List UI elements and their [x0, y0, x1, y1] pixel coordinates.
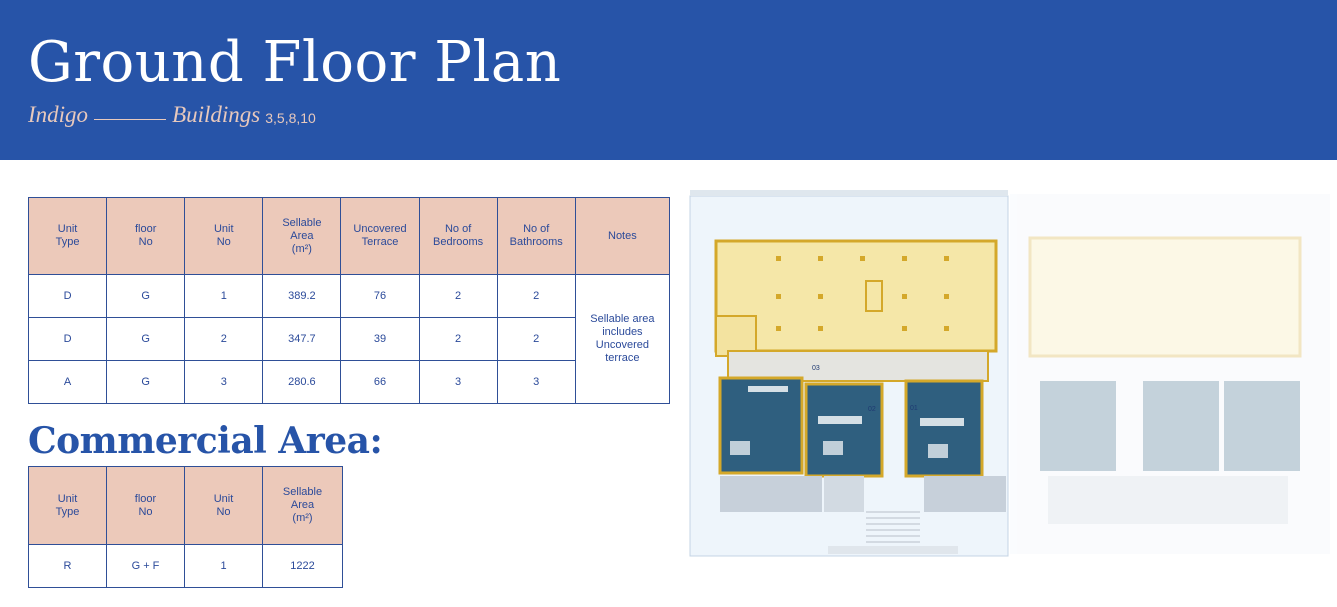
cell-sellable-area: 389.2: [262, 274, 342, 318]
table-row: R G + F 1 1222: [28, 544, 343, 588]
units-table: Unit Type floor No Unit No Sellable Area…: [27, 197, 671, 404]
cell-bathrooms: 2: [496, 274, 576, 318]
cell-uncovered-terrace: 39: [340, 317, 420, 361]
cell-sellable-area: 280.6: [262, 360, 342, 404]
page-title: Ground Floor Plan: [28, 30, 562, 95]
cell-notes: Sellable area includes Uncovered terrace: [574, 274, 671, 404]
cell-unit-no: 1: [184, 544, 263, 588]
cell-unit-no: 3: [184, 360, 264, 404]
cell-uncovered-terrace: 66: [340, 360, 420, 404]
cell-bathrooms: 2: [496, 317, 576, 361]
header-floor-no: floor No: [106, 197, 186, 275]
header-bedrooms: No of Bedrooms: [418, 197, 498, 275]
header-sellable-area: Sellable Area (m²): [262, 197, 342, 275]
cell-floor-no: G: [106, 317, 186, 361]
header-unit-no: Unit No: [184, 466, 263, 545]
cell-floor-no: G + F: [106, 544, 185, 588]
units-table-header-row: Unit Type floor No Unit No Sellable Area…: [27, 197, 671, 275]
cell-unit-type: D: [27, 317, 108, 361]
header-floor-no: floor No: [106, 466, 185, 545]
header-unit-no: Unit No: [184, 197, 264, 275]
cell-unit-no: 1: [184, 274, 264, 318]
header-sellable-area: Sellable Area (m²): [262, 466, 343, 545]
subtitle-building-numbers: 3,5,8,10: [265, 110, 316, 126]
cell-bathrooms: 3: [496, 360, 576, 404]
header-uncovered-terrace: Uncovered Terrace: [340, 197, 420, 275]
faded-plan-copy: [1010, 194, 1330, 554]
commercial-table-header-row: Unit Type floor No Unit No Sellable Area…: [28, 466, 343, 545]
commercial-area-heading: Commercial Area:: [28, 420, 383, 462]
cell-uncovered-terrace: 76: [340, 274, 420, 318]
header-banner: Ground Floor Plan Indigo Buildings 3,5,8…: [0, 0, 1337, 160]
subtitle-divider: [94, 118, 167, 120]
commercial-hall: [714, 239, 998, 353]
table-row: D G 1 389.2 76 2 2 Sellable area include…: [27, 274, 671, 404]
cell-sellable-area: 1222: [262, 544, 343, 588]
cell-unit-type: R: [28, 544, 107, 588]
cell-floor-no: G: [106, 360, 186, 404]
page-subtitle: Indigo Buildings 3,5,8,10: [28, 102, 316, 128]
cell-sellable-area: 347.7: [262, 317, 342, 361]
cell-unit-no: 2: [184, 317, 264, 361]
cell-unit-type: D: [27, 274, 108, 318]
cell-unit-type: A: [27, 360, 108, 404]
header-unit-type: Unit Type: [28, 466, 107, 545]
table-row: A G 3 280.6 66 3 3: [27, 360, 670, 404]
floor-plan-unit-label-03: 03: [812, 365, 820, 372]
cell-floor-no: G: [106, 274, 186, 318]
subtitle-buildings-label: Buildings: [172, 102, 261, 127]
cell-bedrooms: 3: [418, 360, 498, 404]
floor-plan-image: 03 02 01: [688, 186, 1334, 562]
residential-units: [718, 376, 984, 478]
subtitle-project-name: Indigo: [28, 102, 89, 127]
floor-plan-drawing: 03 02 01: [689, 190, 1330, 557]
header-bathrooms: No of Bathrooms: [496, 197, 576, 275]
header-unit-type: Unit Type: [27, 197, 108, 275]
floor-plan-unit-label-02: 02: [868, 406, 876, 413]
floor-plan-unit-label-01: 01: [910, 405, 918, 412]
header-notes: Notes: [574, 197, 671, 275]
commercial-table: Unit Type floor No Unit No Sellable Area…: [28, 466, 343, 588]
table-row: D G 2 347.7 39 2 2: [27, 317, 670, 361]
cell-bedrooms: 2: [418, 317, 498, 361]
cell-bedrooms: 2: [418, 274, 498, 318]
